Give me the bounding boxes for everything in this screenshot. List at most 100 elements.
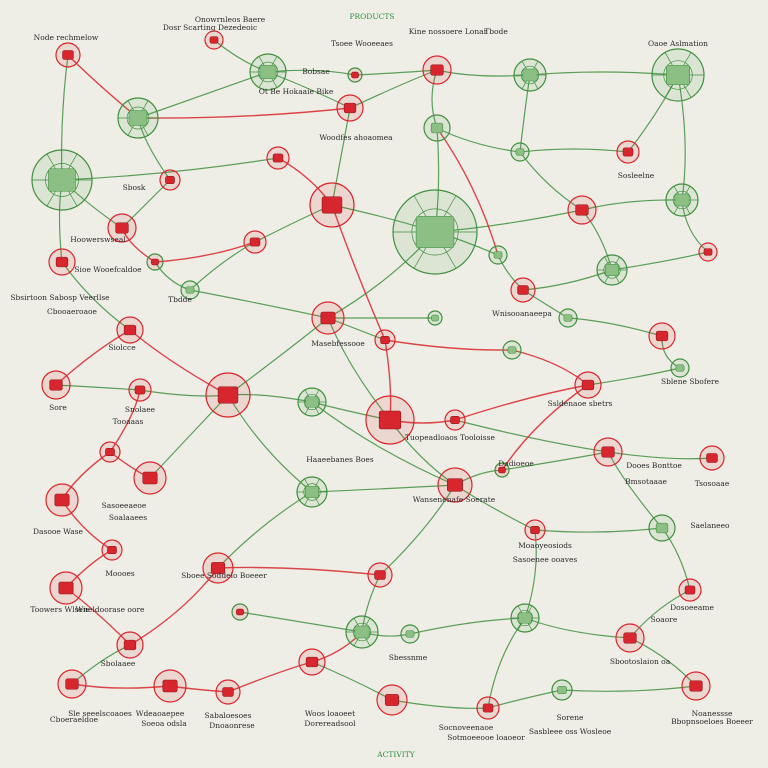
node-label: Ssldenaoe sbetrs (548, 399, 613, 408)
connection-line (629, 637, 697, 687)
device-node (311, 301, 345, 335)
network-hub-node (670, 358, 690, 378)
connection-line (311, 484, 456, 493)
node-label: Node rechmelow (34, 33, 99, 42)
network-hub-node (502, 340, 522, 360)
device-node (309, 182, 355, 228)
diagram-footer: ACTIVITY (376, 750, 416, 759)
device-node (266, 146, 290, 170)
connection-line (511, 349, 589, 386)
connection-line (607, 451, 713, 460)
node-label: Noanessse (692, 709, 733, 718)
device-node (55, 42, 81, 68)
device-node (615, 623, 645, 653)
node-label: Snolaee (125, 405, 156, 414)
node-label: Masebfessooe (311, 339, 365, 348)
node-label: Onowrnleos Baere (195, 15, 266, 24)
device-node (243, 230, 267, 254)
connection-line (607, 451, 663, 529)
node-label: Cbooaeroaoe (47, 307, 98, 316)
node-label: Tuopeadloaos Tooloisse (405, 433, 495, 442)
connection-line (487, 617, 526, 709)
device-node (347, 67, 363, 83)
connection-line (501, 384, 589, 471)
network-hub-node (651, 48, 705, 102)
node-label: Wansenenafe Soerate (413, 495, 496, 504)
node-label: Sosleelne (618, 171, 655, 180)
network-hub-node (392, 189, 478, 275)
connection-line (524, 617, 631, 639)
connection-line (379, 484, 456, 576)
connection-line (519, 148, 629, 153)
connection-line (487, 689, 563, 709)
connection-line (454, 419, 609, 453)
node-label: Sbsirtoon Sabosp Veerllse (10, 293, 110, 302)
device-node (567, 195, 597, 225)
connection-line (561, 685, 697, 692)
device-node (204, 30, 224, 50)
device-node (49, 571, 83, 605)
connection-line (61, 157, 279, 181)
connection-line (55, 384, 141, 391)
connection-line (154, 241, 256, 263)
device-node (593, 437, 623, 467)
node-label: Sasoenee ooaves (513, 555, 578, 564)
device-node (699, 445, 725, 471)
device-node (45, 483, 79, 517)
connection-line (436, 127, 499, 256)
connection-line (149, 394, 229, 479)
network-hub-node (488, 245, 508, 265)
node-label: Dorereadsool (304, 719, 356, 728)
device-node (99, 441, 121, 463)
device-node (574, 371, 602, 399)
device-node (648, 322, 676, 350)
connection-line (327, 317, 391, 421)
node-label: Tooaaas (113, 417, 144, 426)
device-node (107, 213, 137, 243)
device-node (231, 603, 249, 621)
connection-line (311, 401, 456, 486)
device-node (437, 467, 473, 503)
connection-line (454, 384, 589, 421)
connection-line (311, 661, 393, 701)
network-hub-node (513, 58, 547, 92)
device-node (116, 316, 144, 344)
network-hub-node (665, 183, 699, 217)
network-hub-node (296, 476, 328, 508)
node-label: Moooes (105, 569, 135, 578)
node-label: Sioe Wooefcaldoe (74, 265, 142, 274)
device-node (146, 253, 164, 271)
node-label: Saelaneeo (690, 521, 730, 530)
connection-line (227, 661, 313, 693)
network-hub-node (648, 514, 676, 542)
device-node (524, 519, 546, 541)
connection-line (65, 587, 131, 646)
node-label: Woodfes ahoaomea (319, 133, 393, 142)
node-label: Bobsae (302, 67, 330, 76)
network-hub-node (400, 624, 420, 644)
network-hub-node (345, 615, 379, 649)
network-hub-node (427, 310, 443, 326)
device-node (367, 562, 393, 588)
network-hub-node (596, 254, 628, 286)
node-label: Dasooe Wase (33, 527, 84, 536)
connection-line (349, 69, 438, 109)
node-label: Sbosk (123, 183, 146, 192)
node-label: Sboee Soddelo Boeeer (181, 571, 267, 580)
device-node (365, 395, 415, 445)
device-node (57, 669, 87, 699)
node-label: Sasoeeaeoe (102, 501, 147, 510)
connection-line (61, 54, 69, 181)
node-label: Soaore (651, 615, 678, 624)
network-hub-node (117, 97, 159, 139)
connection-line (522, 269, 613, 291)
node-label: Wdeaoaepee (136, 709, 185, 718)
connection-line (384, 339, 513, 351)
node-label: Tbdde (168, 295, 192, 304)
network-hub-node (249, 53, 287, 91)
node-label: Hoowerswseal (70, 235, 126, 244)
node-label: Haaeebanes Boes (306, 455, 374, 464)
device-node (336, 94, 364, 122)
connection-line (137, 107, 351, 119)
network-hub-node (31, 149, 93, 211)
